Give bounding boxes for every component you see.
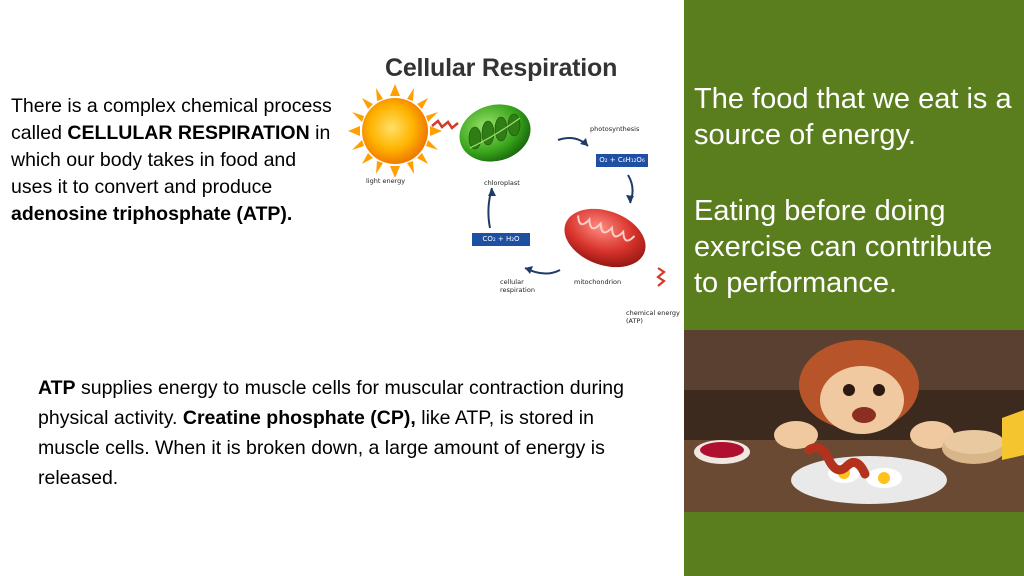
atp-bold: ATP [38, 377, 76, 399]
label-chemical-energy: chemical energy (ATP) [626, 309, 680, 325]
label-chloroplast: chloroplast [484, 179, 520, 187]
sun-icon [348, 84, 442, 178]
chloroplast-icon [459, 104, 531, 162]
water-formula-box: CO₂ + H₂O [472, 233, 530, 246]
boy-eating-illustration [684, 330, 1024, 512]
green-panel-bottom [684, 512, 1024, 576]
energy-squiggle-icon [656, 267, 666, 287]
intro-bold-atp: adenosine triphosphate (ATP). [11, 203, 293, 225]
light-squiggle-icon [431, 119, 459, 130]
intro-text-1: There is a complex chemical process call… [11, 95, 332, 144]
intro-text-2: in which our body takes in food and uses… [11, 122, 331, 198]
label-photosynthesis: photosynthesis [590, 125, 640, 133]
cellular-respiration-diagram [348, 84, 666, 287]
intro-bold-cellular-respiration: CELLULAR RESPIRATION [67, 122, 310, 144]
panel-text-food-energy: The food that we eat is a source of ener… [694, 83, 1012, 151]
mitochondrion-icon [564, 208, 646, 268]
glucose-formula-box: O₂ + C₆H₁₂O₆ [596, 154, 648, 167]
label-light-energy: light energy [366, 177, 406, 185]
atp-text-1: supplies energy to muscle cells for musc… [38, 377, 624, 429]
intro-paragraph: There is a complex chemical process call… [11, 93, 341, 228]
green-panel [684, 0, 1024, 330]
label-mitochondrion: mitochondrion [574, 278, 622, 286]
creatine-phosphate-bold: Creatine phosphate (CP), [182, 407, 416, 429]
atp-paragraph: ATP supplies energy to muscle cells for … [38, 373, 638, 493]
panel-text-eating-exercise: Eating before doing exercise can contrib… [694, 195, 993, 299]
label-cellular-respiration: cellular respiration [500, 278, 535, 294]
diagram-title: Cellular Respiration [385, 54, 618, 82]
atp-text-2: like ATP, is stored in muscle cells. Whe… [38, 407, 605, 489]
